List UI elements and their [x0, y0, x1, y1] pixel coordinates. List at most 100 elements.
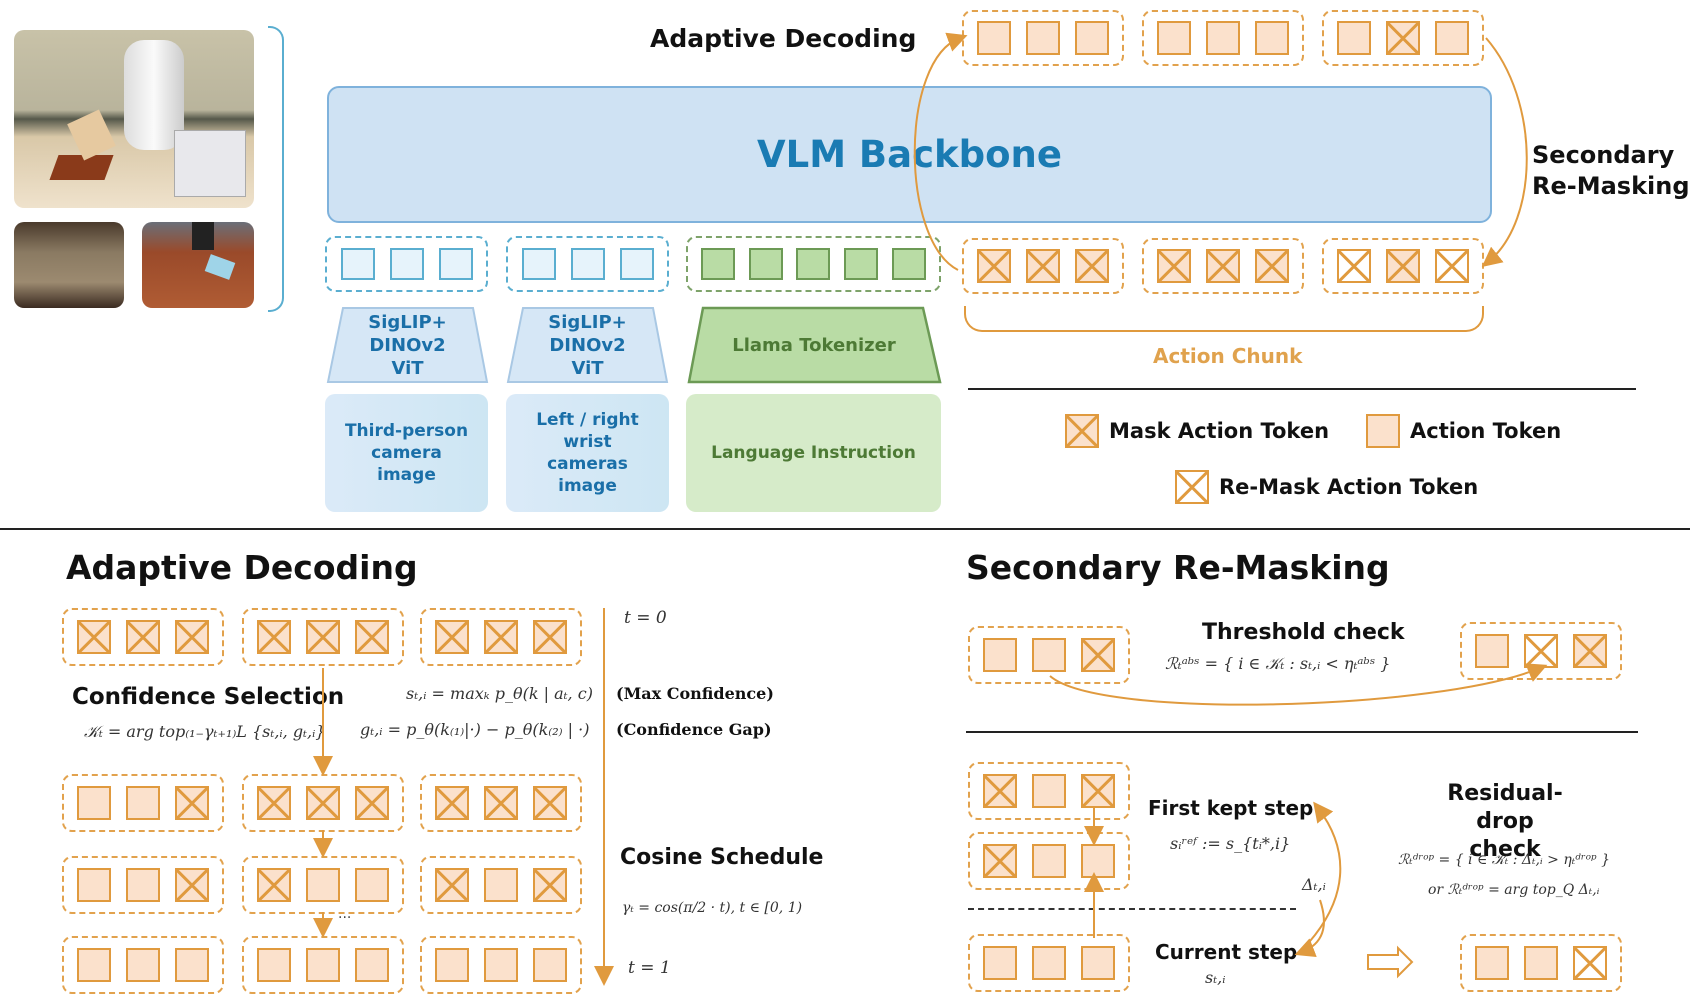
result-hollow-arrow — [1367, 945, 1414, 979]
secondary-remasking-title: Secondary Re-Masking — [966, 548, 1390, 587]
language-token — [796, 248, 831, 280]
action-token — [977, 21, 1012, 55]
encoder-line: ViT — [391, 357, 424, 379]
decode-step-group — [62, 856, 224, 914]
input-line: image — [377, 465, 436, 485]
remask-action-token — [1523, 634, 1558, 668]
output-action-group — [1142, 10, 1304, 66]
legend-mask-label: Mask Action Token — [1109, 419, 1330, 443]
legend-remask: Re-Mask Action Token — [1175, 470, 1478, 504]
language-token — [748, 248, 783, 280]
mask-action-token — [1025, 249, 1060, 283]
vision-token — [389, 248, 424, 280]
decode-step-group — [420, 608, 582, 666]
decode-step-group — [420, 856, 582, 914]
action-token — [77, 868, 112, 902]
current-step-formula: sₜ,ᵢ — [1205, 968, 1226, 987]
action-token — [1074, 21, 1109, 55]
input-action-group — [1142, 238, 1304, 294]
encoder-line: DINOv2 — [549, 334, 626, 356]
decode-step-group — [62, 774, 224, 832]
t-zero-label: t = 0 — [624, 608, 667, 628]
action-chunk-label: Action Chunk — [1153, 344, 1303, 368]
wrist-cameras-input: Left / right wrist cameras image — [506, 394, 669, 512]
encoder-line: DINOv2 — [369, 334, 446, 356]
input-action-group — [1322, 238, 1484, 294]
mask-action-token — [532, 868, 567, 902]
mask-action-token — [977, 249, 1012, 283]
vision-token — [619, 248, 654, 280]
confidence-selection-title: Confidence Selection — [72, 684, 345, 710]
mask-action-token — [532, 786, 567, 820]
decode-step-group — [242, 608, 404, 666]
mask-action-token — [483, 620, 518, 654]
mask-action-token — [174, 786, 209, 820]
mask-action-token — [305, 786, 340, 820]
remask-action-token — [1337, 249, 1372, 283]
input-line: cameras — [547, 454, 628, 474]
vision-token — [340, 248, 375, 280]
encoder-line: SigLIP+ — [548, 311, 627, 333]
first-kept-formula: sᵢʳᵉᶠ := s_{tᵢ*,i} — [1170, 834, 1291, 853]
vision-token — [521, 248, 556, 280]
real-robot-gripper-image — [142, 222, 254, 308]
mask-action-token — [532, 620, 567, 654]
mask-action-token — [125, 620, 160, 654]
action-token — [983, 638, 1018, 672]
action-token — [435, 948, 470, 982]
action-token — [1434, 21, 1469, 55]
first-kept-group-1 — [968, 762, 1130, 820]
remask-action-token — [1572, 946, 1607, 980]
action-token — [983, 946, 1018, 980]
language-tokens — [686, 236, 941, 292]
mask-action-token — [1080, 638, 1115, 672]
residual-drop-title-line1: Residual-drop — [1447, 781, 1563, 834]
first-kept-group-2 — [968, 832, 1130, 890]
action-token — [532, 948, 567, 982]
vision-token — [570, 248, 605, 280]
input-line: Left / right — [536, 410, 639, 430]
remask-action-token — [1434, 249, 1469, 283]
action-token — [174, 948, 209, 982]
mask-action-token — [257, 868, 292, 902]
first-kept-step-title: First kept step — [1148, 796, 1314, 820]
mask-action-token — [77, 620, 112, 654]
action-token — [125, 786, 160, 820]
section-divider — [0, 528, 1690, 530]
simulated-kitchen-robot-image — [14, 30, 254, 208]
action-token — [1025, 21, 1060, 55]
action-token — [1031, 844, 1066, 878]
language-token — [892, 248, 927, 280]
threshold-check-title: Threshold check — [1202, 620, 1405, 645]
mask-action-token — [174, 868, 209, 902]
mask-action-token — [305, 620, 340, 654]
action-token — [1157, 21, 1192, 55]
mask-action-token — [1074, 249, 1109, 283]
third-person-camera-input: Third-person camera image — [325, 394, 488, 512]
secondary-remasking-label-line2: Re-Masking — [1532, 172, 1690, 200]
action-token — [77, 786, 112, 820]
encoder-line: SigLIP+ — [368, 311, 447, 333]
action-token — [483, 868, 518, 902]
input-line: camera — [371, 443, 442, 463]
action-token — [354, 868, 389, 902]
max-confidence-formula: sₜ,ᵢ = maxₖ p_θ(k | aₜ, c) — [406, 684, 593, 703]
vision-encoder-1-label: SigLIP+ DINOv2 ViT — [330, 310, 485, 380]
secondary-remasking-label-line1: Secondary — [1532, 141, 1675, 169]
k-formula: 𝒦ₜ = arg top₍₁₋γₜ₊₁₎L {sₜ,ᵢ, gₜ,ᵢ} — [84, 722, 326, 741]
action-token — [1031, 774, 1066, 808]
decode-step-group — [420, 774, 582, 832]
legend-mask: Mask Action Token — [1065, 414, 1329, 448]
mask-action-token — [257, 620, 292, 654]
decode-step-group — [62, 936, 224, 994]
residual-drop-title-line2: check — [1469, 837, 1541, 862]
mask-action-token — [1572, 634, 1607, 668]
delta-label: Δₜ,ᵢ — [1302, 875, 1326, 894]
remasking-divider — [966, 731, 1638, 733]
action-token — [1475, 634, 1510, 668]
cabinet-shape — [174, 130, 246, 197]
action-token — [1031, 946, 1066, 980]
residual-formula-1: ℛₜᵈʳᵒᵖ = { i ∈ 𝒦ₜ : Δₜ,ᵢ > ηₜᵈʳᵒᵖ } — [1398, 852, 1610, 868]
result-group — [1460, 934, 1622, 992]
ellipsis: ... — [338, 906, 352, 922]
